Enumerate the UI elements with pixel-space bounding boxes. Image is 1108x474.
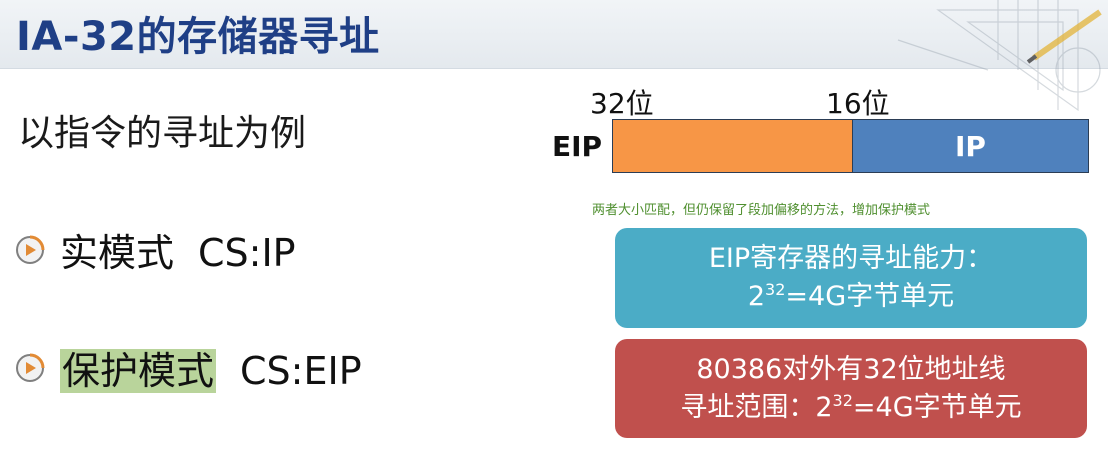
bullet-text: 保护模式 CS:EIP [60,340,362,395]
bit-label-32: 32位 [590,87,654,120]
card-line-1: 80386对外有32位地址线 [696,354,1006,385]
register-name: EIP [552,130,603,163]
mode-address: CS:IP [198,231,296,275]
card-line-2: 寻址范围：232=4G字节单元 [680,391,1022,423]
register-low-half-ip: IP [853,120,1088,172]
mode-name: 实模式 [60,231,175,275]
address-bus-card: 80386对外有32位地址线 寻址范围：232=4G字节单元 [615,339,1087,438]
page-title: IA-32的存储器寻址 [16,14,380,60]
intro-text: 以指令的寻址为例 [18,113,307,154]
play-bullet-icon [16,235,45,264]
play-bullet-icon [16,353,45,382]
eip-register-diagram: IP [612,119,1089,173]
card-line-1: EIP寄存器的寻址能力： [708,243,994,274]
mode-address: CS:EIP [240,349,362,393]
mode-name-highlighted: 保护模式 [60,349,217,393]
annotation-note: 两者大小匹配，但仍保留了段加偏移的方法，增加保护模式 [592,203,931,218]
bullet-text: 实模式 CS:IP [60,222,296,277]
register-high-half [613,120,853,172]
eip-capacity-card: EIP寄存器的寻址能力： 232=4G字节单元 [615,228,1087,328]
bullet-real-mode: 实模式 CS:IP [14,222,296,277]
bullet-protected-mode: 保护模式 CS:EIP [14,340,362,395]
title-bar: IA-32的存储器寻址 [0,0,1108,112]
drafting-tools-decoration [897,0,1102,112]
card-line-2: 232=4G字节单元 [747,280,955,312]
bit-label-16: 16位 [826,87,890,120]
